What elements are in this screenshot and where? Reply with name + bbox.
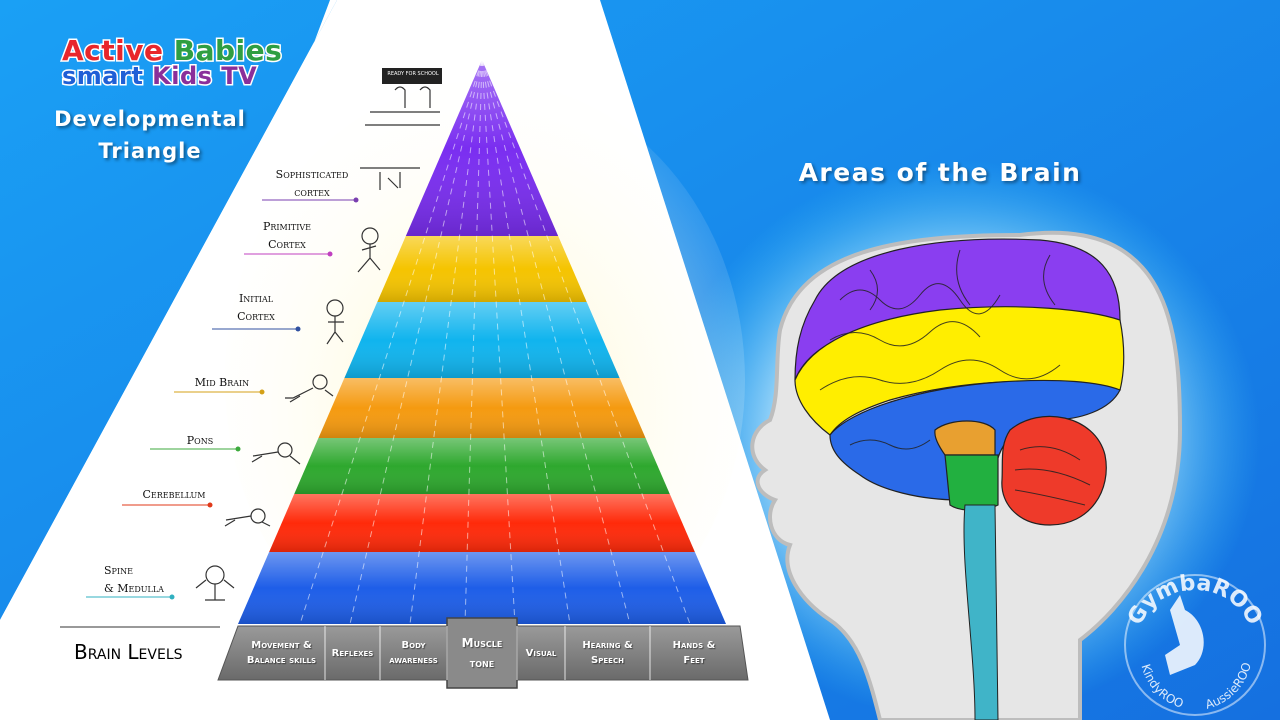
level-label-line: Cerebellum [142,488,206,501]
leader-dot [327,251,333,257]
logo-line-2: smart Kids TV [60,61,259,92]
gymbaroo-kindyroo: KindyROO [1138,662,1185,710]
base-category-line: Reflexes [331,647,374,659]
base-category-line: Speech [591,655,624,666]
ready-for-school-sign: READY FOR SCHOOL [387,71,439,77]
level-label-line: Initial [238,292,274,305]
brain-folds [819,249,1091,506]
base-category-line: Balance skills [246,655,317,666]
pyramid-band-shine [269,494,695,552]
leader-dot [353,197,359,203]
muscle-tone-highlight-box [446,617,518,689]
pyramid-guide-line [481,59,631,625]
pyramid-band-shine [294,438,670,494]
pyramid-guide-line [409,59,483,625]
level-label-sophisticated-cortex: Sophisticated cortex [262,166,362,202]
level-label-line: Pons [186,434,214,447]
brain-regions [794,238,1125,720]
logo-word-active: Active [61,33,165,69]
base-category-line: awareness [389,655,438,666]
pyramid-guide-line [481,59,571,625]
level-label-line: cortex [294,186,330,199]
base-category-reflexes: Reflexes [325,626,380,680]
pons-region [944,454,999,511]
level-label-spine-medulla: Spine & Medulla [86,562,182,598]
gymbaroo-aussieroo: AussieROO [1204,661,1254,712]
developmental-title-line-2: Triangle [98,139,202,163]
pyramid-bands [238,59,726,625]
leader-dot [169,594,175,600]
pyramid-band-shine [238,552,726,624]
base-category-muscle-tone: Muscle tone [447,626,517,680]
level-label-initial-cortex: Initial Cortex [214,290,298,326]
base-category-line: Hearing & [582,640,633,651]
base-category-line: tone [469,656,495,670]
leader-dot [295,326,301,332]
brain-title: Areas of the Brain [798,158,1082,187]
pyramid-band-shine [377,236,587,302]
ready-sign-board [382,68,442,84]
logo-line-1: Active Babies [61,33,284,69]
pyramid-band-shine [318,378,646,438]
level-label-pons: Pons [160,432,240,450]
logo-word-smart: smart [60,61,144,92]
leader-dot [259,389,265,395]
base-category-line: Muscle [461,636,503,650]
level-leader-lines [86,197,359,600]
level-label-line: & Medulla [104,582,164,595]
level-label-line: Sophisticated [275,168,349,181]
pyramid-guide-line [349,59,483,625]
logo-word-kids-tv: Kids TV [151,61,259,92]
base-category-body-awareness: Body awareness [380,626,447,680]
cerebellum-region [1001,415,1107,526]
base-category-hearing-speech: Hearing & Speech [565,626,650,680]
gymbaroo-badge [1124,574,1266,716]
level-label-line: Spine [104,564,133,577]
base-category-line: Movement & [251,640,312,651]
level-label-line: Cortex [268,238,306,251]
level-label-primitive-cortex: Primitive Cortex [242,218,332,254]
base-category-line: Hands & [672,640,716,651]
pyramid-band-shine [405,60,559,236]
level-label-line: Primitive [262,220,312,233]
base-category-line: Feet [683,655,705,666]
base-category-movement-balance: Movement & Balance skills [238,626,325,680]
base-category-visual: Visual [517,626,565,680]
level-label-mid-brain: Mid Brain [180,374,264,392]
pyramid-guide-line [481,59,691,625]
level-label-cerebellum: Cerebellum [126,486,222,504]
pyramid-band-shine [344,302,620,378]
level-label-line: Mid Brain [194,376,250,389]
logo-word-babies: Babies [172,33,283,69]
leader-dot [235,446,241,452]
developmental-title-line-1: Developmental [54,107,246,131]
leader-dot [207,502,213,508]
base-category-line: Body [401,640,426,651]
base-category-hands-feet: Hands & Feet [650,626,738,680]
base-category-line: Visual [525,647,557,659]
gymbaroo-name: GymbaROO [1123,571,1267,630]
child-sketches [195,68,442,601]
midbrain-region [934,420,996,456]
brain-levels-label: Brain Levels [74,640,183,664]
level-label-line: Cortex [237,310,275,323]
base-dividers [324,626,651,680]
gymbaroo-text-badge: GymbaROO KindyROO AussieROO [1123,571,1267,712]
